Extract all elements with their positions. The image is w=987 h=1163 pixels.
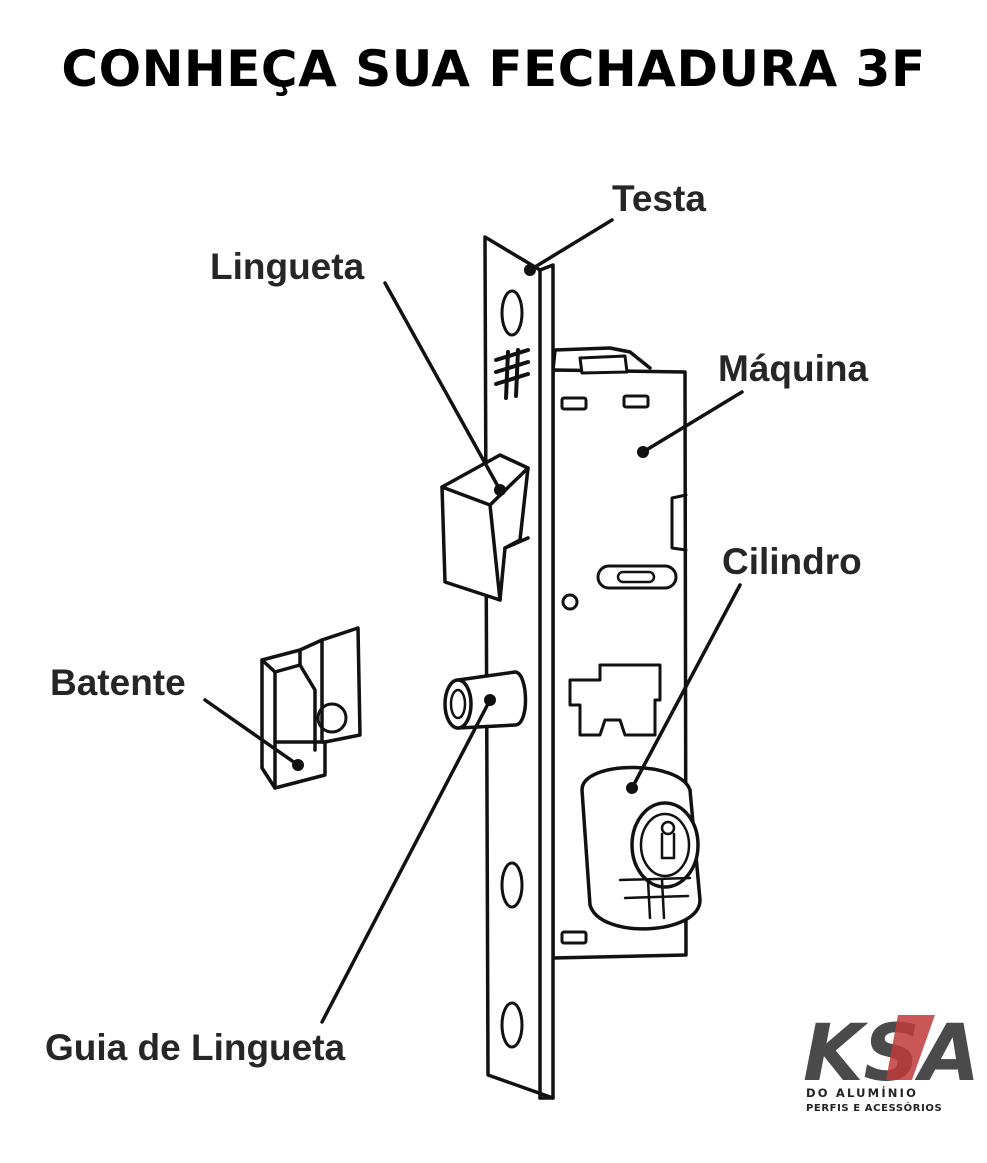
ksa-logo: KSA DO ALUMÍNIO PERFIS E ACESSÓRIOS (803, 1009, 980, 1114)
logo-accent (886, 1015, 935, 1080)
logo-line2: PERFIS E ACESSÓRIOS (806, 1101, 942, 1114)
lock-cylinder (580, 765, 702, 931)
faceplate (483, 235, 555, 1100)
label-guia-de-lingueta: Guia de Lingueta (45, 1027, 346, 1068)
logo-line1: DO ALUMÍNIO (806, 1085, 918, 1100)
label-batente: Batente (50, 662, 186, 703)
leader-lines (203, 218, 744, 1024)
leader-dots (484, 264, 649, 794)
strike-plate (260, 626, 362, 790)
label-testa: Testa (612, 178, 706, 219)
label-cilindro: Cilindro (722, 541, 862, 582)
label-maquina: Máquina (718, 348, 868, 389)
label-lingueta: Lingueta (210, 246, 365, 287)
page-title: CONHEÇA SUA FECHADURA 3F (61, 40, 926, 98)
latch-bolt (440, 453, 530, 602)
